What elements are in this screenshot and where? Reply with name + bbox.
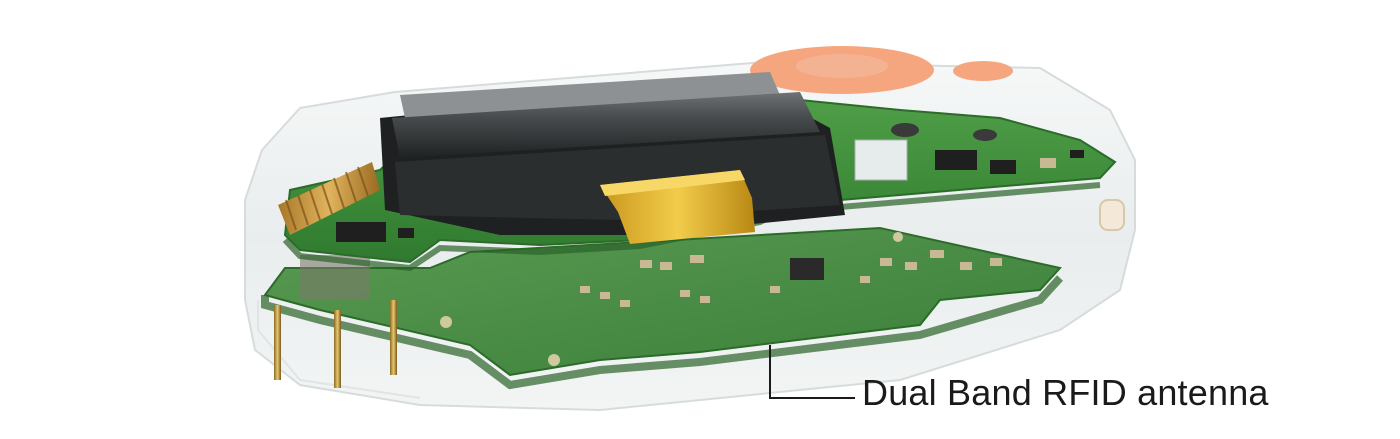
callout-label: Dual Band RFID antenna [862, 372, 1269, 413]
nav-button [750, 46, 1013, 94]
lcd-screen [380, 72, 845, 235]
lower-pcb [261, 226, 1063, 390]
helical-coil-antenna [278, 162, 380, 235]
gold-shield-clip [600, 170, 755, 244]
callout-leader-line [769, 345, 855, 399]
